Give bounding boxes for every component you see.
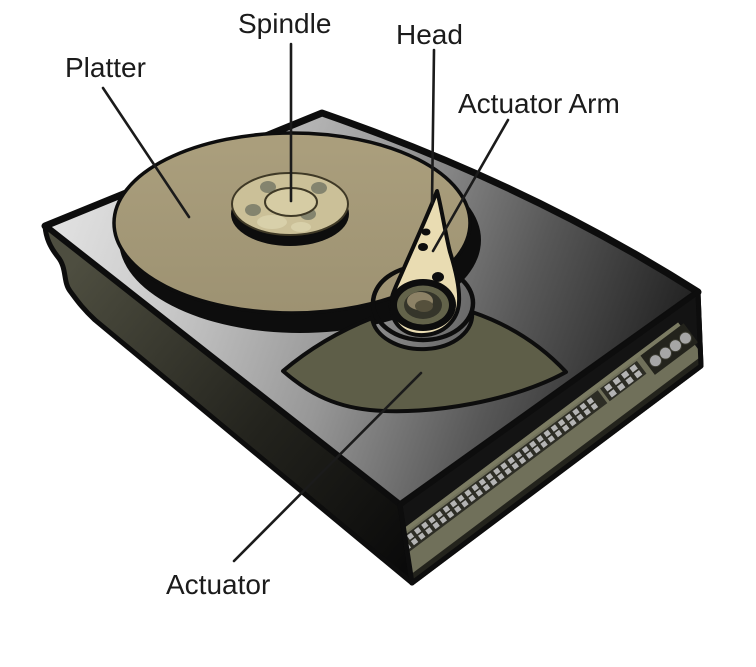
connector-pin <box>557 418 566 427</box>
connector-pin <box>493 467 501 475</box>
label-actuator: Actuator <box>166 569 271 600</box>
connector-pin <box>572 408 580 416</box>
power-pin <box>678 331 692 345</box>
connector-pin <box>616 382 626 392</box>
leader-actuator <box>232 371 423 563</box>
label-spindle: Spindle <box>238 8 332 39</box>
connector-pin <box>500 462 508 470</box>
connector-pin <box>529 440 537 448</box>
connector-pin <box>586 397 595 405</box>
hub-highlight <box>291 222 311 232</box>
connector-pin <box>540 440 548 449</box>
drive-case-right-outline <box>397 289 704 586</box>
connector-pin <box>625 376 634 385</box>
connector-pin <box>485 472 494 481</box>
connector-pin <box>413 527 422 535</box>
connector-pin <box>590 402 599 411</box>
connector-pin <box>497 473 505 481</box>
connector-pin <box>511 462 520 470</box>
power-pin <box>648 354 662 368</box>
connector-pin <box>569 418 577 427</box>
label-actuator-arm: Actuator Arm <box>458 88 620 119</box>
connector-pin <box>579 402 587 411</box>
ide-connector-recess <box>400 390 608 557</box>
connector-pin <box>410 537 419 546</box>
connector-pin <box>504 467 512 476</box>
leader-lines <box>101 42 510 563</box>
connector-pin <box>468 494 476 503</box>
arm-hole <box>432 272 444 282</box>
connector-pin <box>439 516 448 524</box>
connector-pin <box>550 424 559 432</box>
connector-pin <box>543 429 551 438</box>
connector-pin <box>418 532 426 540</box>
connector-pin <box>454 505 462 513</box>
connector-pin <box>461 500 469 508</box>
connector-pin <box>633 370 643 379</box>
connector-pin <box>536 435 544 443</box>
leader-head <box>430 48 436 205</box>
connector-pin <box>514 451 523 459</box>
connector-pin <box>432 521 440 530</box>
arm-hole <box>421 228 431 236</box>
connector-top-line <box>400 322 681 547</box>
connector-bottom-lip <box>408 355 701 581</box>
pivot-bearing <box>390 279 456 331</box>
connector-pin <box>507 456 515 465</box>
connector-pin <box>533 446 541 454</box>
hub-screw <box>311 182 327 194</box>
connector-pin <box>457 494 465 503</box>
connector-pin <box>608 389 617 398</box>
connector-pin <box>583 408 591 416</box>
connector-pin <box>547 435 556 443</box>
connector-pin <box>565 413 573 421</box>
connector-pin <box>478 478 487 486</box>
drive-case-left-side <box>42 223 415 586</box>
connector-pin <box>428 516 436 524</box>
hub-screw <box>245 204 261 216</box>
connector-pin <box>425 527 433 535</box>
actuator-arm <box>388 189 462 338</box>
connector-pin <box>612 376 621 386</box>
connector-strip <box>400 322 701 581</box>
connector-pin <box>554 429 563 438</box>
connector-pin <box>576 413 584 421</box>
connector-pin <box>629 364 638 373</box>
connector-pin <box>518 456 527 465</box>
connector-pin <box>561 424 570 432</box>
label-head: Head <box>396 19 463 50</box>
connector-pin <box>464 489 472 497</box>
connector-pin <box>446 510 455 519</box>
connector-pin <box>421 521 429 530</box>
connector-pin <box>471 483 479 492</box>
connector-pin <box>521 445 530 454</box>
connector-pin <box>406 532 415 540</box>
arm-hole <box>418 243 428 251</box>
connector-pin <box>525 451 534 459</box>
connector-pin <box>435 510 443 519</box>
spindle-hub <box>231 172 349 236</box>
label-platter: Platter <box>65 52 146 83</box>
hub-screw <box>260 181 276 193</box>
leader-platter <box>101 86 191 219</box>
power-pin <box>668 339 682 353</box>
connector-pin <box>482 483 491 492</box>
leader-actuator-arm <box>431 118 510 253</box>
hub-highlight <box>257 215 287 229</box>
connector-pin <box>620 370 630 379</box>
connector-pin <box>442 505 451 513</box>
connector-pin <box>489 478 498 486</box>
connector-pin <box>475 489 484 497</box>
connector-pin <box>604 383 613 392</box>
connector-pin <box>449 500 458 508</box>
